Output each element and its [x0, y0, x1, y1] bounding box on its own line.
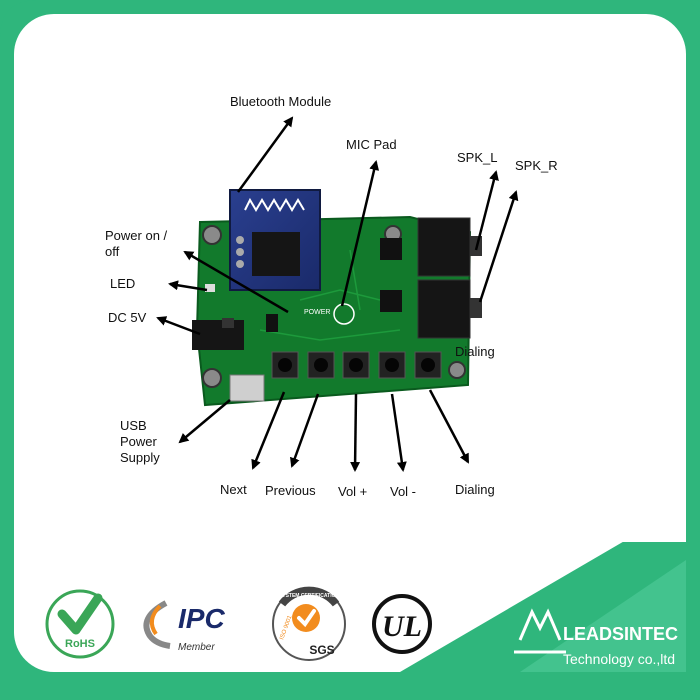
- bluetooth-module: [229, 189, 321, 291]
- button-dialing: [414, 351, 442, 379]
- callout-labels: Bluetooth Module MIC Pad SPK_L SPK_R Pow…: [105, 94, 558, 499]
- button-next: [271, 351, 299, 379]
- audio-jack-right: [417, 279, 482, 339]
- label-usb-power: Power: [120, 434, 158, 449]
- ic-chip: [380, 290, 402, 312]
- sys-cert-text: SYSTEM CERTIFICATION: [279, 593, 340, 599]
- brand-name: LEADSINTEC: [563, 624, 678, 644]
- label-next: Next: [220, 482, 247, 497]
- button-vol-minus: [378, 351, 406, 379]
- label-bluetooth-module: Bluetooth Module: [230, 94, 331, 109]
- callout-arrows: [156, 116, 519, 472]
- label-power-on-off-2: off: [105, 244, 120, 259]
- label-spk-r: SPK_R: [515, 158, 558, 173]
- button-vol-plus: [342, 351, 370, 379]
- label-usb-supply: Supply: [120, 450, 160, 465]
- ipc-member-text: Member: [178, 642, 215, 653]
- usb-connector: [229, 374, 265, 402]
- ic-chip: [266, 314, 278, 332]
- label-previous: Previous: [265, 483, 316, 498]
- screw-icon: [448, 361, 466, 379]
- label-mic-pad: MIC Pad: [346, 137, 397, 152]
- label-spk-l: SPK_L: [457, 150, 497, 165]
- label-dc-5v: DC 5V: [108, 310, 147, 325]
- ul-logo: UL: [372, 594, 432, 654]
- dc-jack: [192, 320, 244, 350]
- screw-icon: [202, 225, 222, 245]
- label-dialing-board: Dialing: [455, 344, 495, 359]
- sgs-text: SGS: [309, 643, 334, 657]
- ic-chip: [380, 238, 402, 260]
- label-vol-minus: Vol -: [390, 484, 416, 499]
- checkmark-icon: [57, 593, 103, 635]
- label-vol-plus: Vol +: [338, 484, 367, 499]
- pcb-board: POWER: [192, 189, 482, 407]
- button-previous: [307, 351, 335, 379]
- power-switch: [222, 318, 234, 328]
- rohs-text: RoHS: [65, 638, 95, 650]
- leadsintec-logo: LEADSINTEC Technology co.,ltd: [514, 608, 678, 667]
- brand-tagline: Technology co.,ltd: [563, 651, 675, 667]
- silkscreen-power: POWER: [304, 309, 330, 316]
- ipc-logo: IPC Member: [143, 600, 225, 653]
- led-component: [205, 284, 215, 292]
- checkmark-icon: [297, 609, 316, 628]
- mic-pad: [333, 303, 355, 325]
- rohs-logo: RoHS: [45, 589, 115, 659]
- label-led: LED: [110, 276, 135, 291]
- label-dialing: Dialing: [455, 482, 495, 497]
- label-usb: USB: [120, 418, 147, 433]
- label-power-on-off: Power on /: [105, 228, 168, 243]
- audio-jack-left: [417, 217, 482, 277]
- ul-text: UL: [382, 610, 422, 643]
- screw-icon: [202, 368, 222, 388]
- sgs-logo: SYSTEM CERTIFICATION ISO 9001 SGS: [272, 586, 346, 661]
- ipc-text: IPC: [178, 603, 225, 634]
